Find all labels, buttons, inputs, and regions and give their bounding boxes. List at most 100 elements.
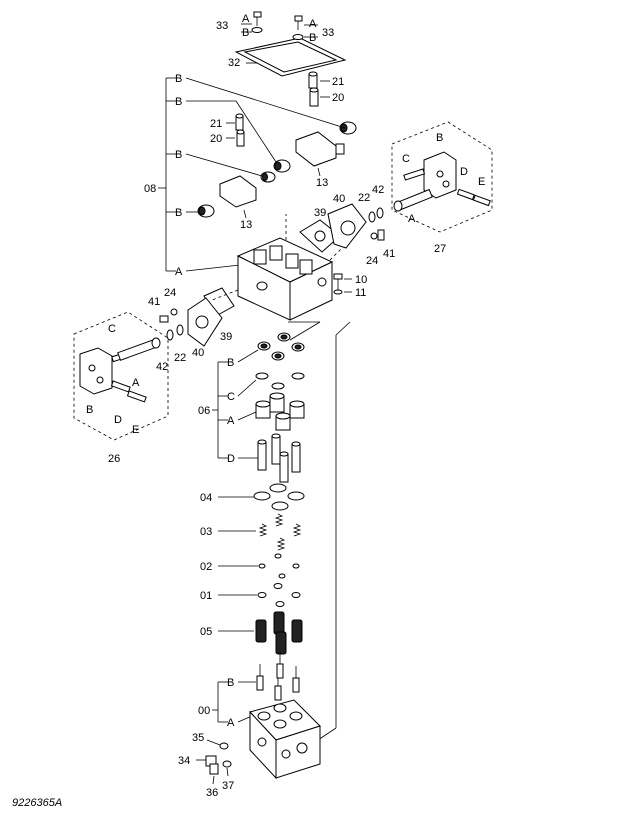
screw-10 — [333, 273, 343, 295]
callout-36: 36 — [206, 787, 218, 799]
callout-33-right: 33 — [322, 27, 334, 39]
callout-42-right: 42 — [372, 184, 384, 196]
callout-39-right: 39 — [314, 207, 326, 219]
letter-b: B — [227, 357, 234, 369]
letter-a: A — [408, 213, 416, 225]
callout-20-left: 20 — [210, 133, 222, 145]
callout-13-right: 13 — [316, 177, 328, 189]
roller-b-mid — [273, 159, 291, 173]
o-ring-35 — [219, 742, 229, 750]
main-housing — [236, 237, 334, 321]
letter-b: B — [436, 132, 443, 144]
letter-c: C — [108, 323, 116, 335]
callout-01: 01 — [200, 590, 212, 602]
callout-41-left: 41 — [148, 296, 160, 308]
callout-22-left: 22 — [174, 352, 186, 364]
o-ring-22-right — [368, 211, 376, 223]
washer-24-left — [170, 308, 178, 316]
pin-21-right — [308, 71, 318, 89]
callout-37: 37 — [222, 780, 234, 792]
callout-20-right: 20 — [332, 92, 344, 104]
callout-06: 06 — [198, 405, 210, 417]
rings-06-c — [255, 372, 305, 390]
letter-d: D — [227, 453, 235, 465]
letter-c: C — [402, 153, 410, 165]
washers-04 — [253, 483, 305, 511]
letter-a: A — [132, 377, 140, 389]
callout-40-right: 40 — [333, 193, 345, 205]
callout-02: 02 — [200, 561, 212, 573]
callout-21-right: 21 — [332, 76, 344, 88]
o-ring-42-left — [166, 329, 174, 341]
detent-block-b-right — [423, 151, 457, 199]
springs-03 — [258, 513, 302, 551]
callout-11: 11 — [355, 287, 366, 299]
pushers-06-d — [257, 433, 301, 483]
letter-a: A — [242, 13, 250, 25]
roller-b-top-right — [339, 121, 357, 135]
callout-33-left: 33 — [216, 20, 228, 32]
letter-b: B — [227, 677, 234, 689]
callout-03: 03 — [200, 526, 212, 538]
callout-08: 08 — [144, 183, 156, 195]
callout-13-left: 13 — [240, 219, 252, 231]
pin-d-right — [456, 188, 475, 201]
letter-a: A — [227, 717, 235, 729]
letter-b: B — [242, 27, 249, 39]
roller-b-left — [197, 204, 215, 218]
callout-10: 10 — [355, 274, 367, 286]
callout-26: 26 — [108, 453, 120, 465]
o-ring-42-right — [376, 207, 384, 219]
plate-40-right — [327, 203, 367, 249]
drawing-id: 9226365A — [12, 797, 62, 809]
springs-05 — [255, 611, 303, 655]
letter-a: A — [227, 415, 235, 427]
detent-group-27-box — [391, 121, 493, 233]
detent-block-b-left — [79, 347, 113, 395]
letter-e: E — [478, 176, 485, 188]
callout-04: 04 — [200, 492, 212, 504]
screw-41-left — [159, 315, 169, 323]
plate-40-left — [187, 297, 223, 347]
cover-plate-32 — [234, 37, 347, 77]
o-ring-22-left — [176, 324, 184, 336]
pin-e-right — [472, 194, 491, 207]
plug-36 — [209, 763, 219, 775]
callout-39-left: 39 — [220, 331, 232, 343]
callout-21-left: 21 — [210, 118, 222, 130]
letter-c: C — [227, 391, 235, 403]
letter-b: B — [175, 207, 182, 219]
callout-41-right: 41 — [383, 248, 395, 260]
guides-06-a — [255, 392, 305, 431]
letter-e: E — [132, 424, 139, 436]
callout-35: 35 — [192, 732, 204, 744]
screw-33-right — [292, 15, 304, 40]
shaft-a-left — [117, 337, 161, 361]
letter-b: B — [175, 149, 182, 161]
screw-33-left — [251, 11, 263, 33]
callout-22-right: 22 — [358, 192, 370, 204]
callout-40-left: 40 — [192, 347, 204, 359]
letter-d: D — [460, 166, 468, 178]
letter-a: A — [309, 18, 317, 30]
washers-02 — [258, 553, 300, 579]
spools-00 — [256, 652, 300, 701]
screw-41-right — [370, 229, 385, 241]
letter-b: B — [86, 404, 93, 416]
callout-05: 05 — [200, 626, 212, 638]
shims-01 — [257, 583, 301, 607]
callout-34: 34 — [178, 755, 190, 767]
callout-labels: 33 A B A B 33 32 21 20 21 20 B B B B A 0… — [86, 13, 485, 799]
cam-13-right — [295, 131, 345, 167]
letter-a: A — [175, 266, 183, 278]
o-ring-37 — [222, 760, 232, 768]
plunger-c-right — [403, 168, 426, 181]
letter-b: B — [175, 73, 182, 85]
callout-32: 32 — [228, 57, 240, 69]
letter-b: B — [309, 32, 316, 44]
pin-21-left — [235, 113, 244, 131]
plate-39-right — [299, 219, 341, 253]
shaft-a-right — [393, 188, 433, 212]
pin-20-right — [309, 87, 319, 107]
